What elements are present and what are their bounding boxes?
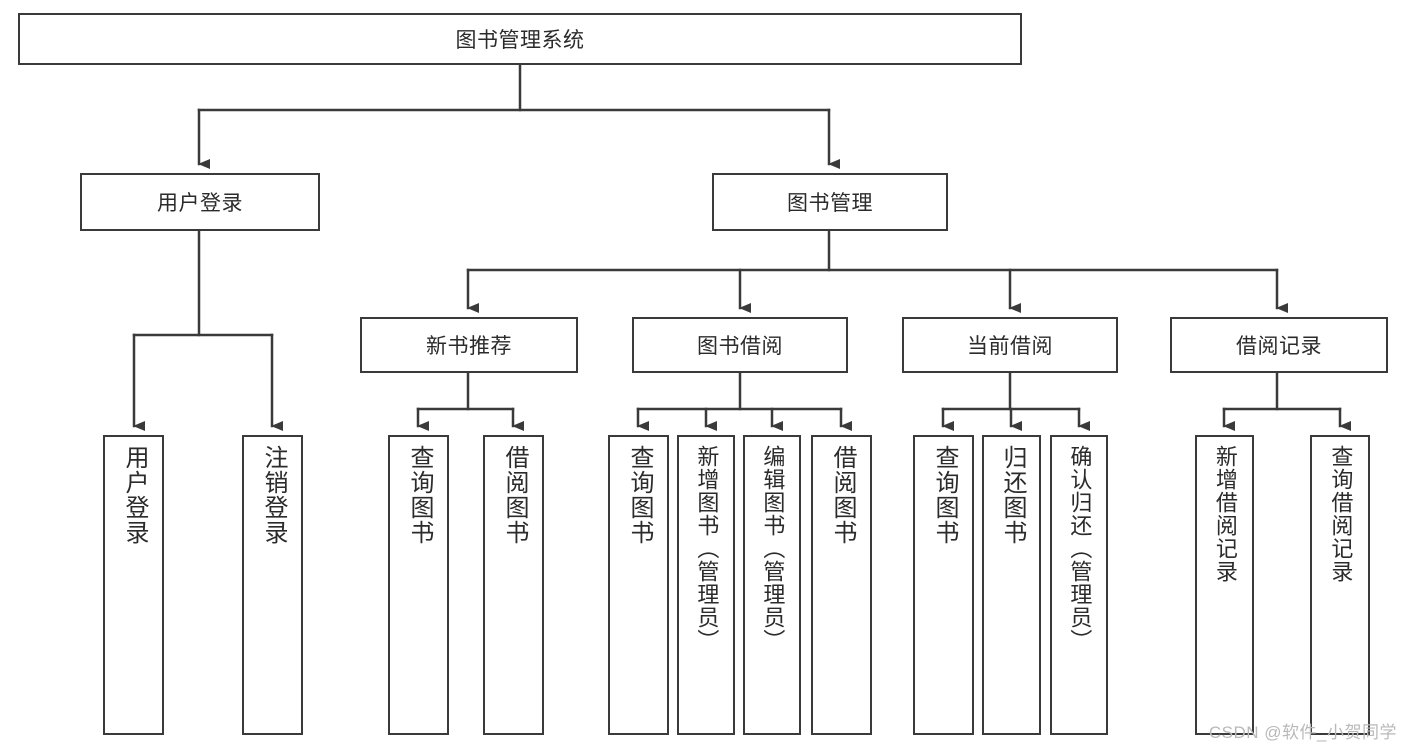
node-leaf-query-book-2[interactable]: 查询图书 [608,435,669,735]
node-label: 用户登录 [157,192,243,215]
node-leaf-logout[interactable]: 注销登录 [242,435,303,735]
node-book-manage[interactable]: 图书管理 [712,173,948,231]
node-label: 确认归还（管理员） [1067,445,1093,652]
node-user-login[interactable]: 用户登录 [80,173,320,231]
node-current-borrow[interactable]: 当前借阅 [902,317,1118,373]
node-label: 查询图书 [930,445,958,545]
node-label: 用户登录 [120,445,148,545]
node-label: 图书管理系统 [455,29,585,52]
node-label: 借阅记录 [1236,335,1322,358]
node-leaf-borrow-book-1[interactable]: 借阅图书 [483,435,544,735]
node-label: 查询借阅记录 [1328,445,1354,583]
node-leaf-query-borrow-record[interactable]: 查询借阅记录 [1310,435,1370,735]
node-leaf-add-book[interactable]: 新增图书（管理员） [677,435,735,735]
node-label: 图书借阅 [697,335,783,358]
node-label: 归还图书 [998,445,1026,545]
node-label: 新增图书（管理员） [694,445,720,652]
node-leaf-edit-book[interactable]: 编辑图书（管理员） [743,435,801,735]
node-label: 借阅图书 [828,445,856,545]
node-book-borrow[interactable]: 图书借阅 [632,317,848,373]
node-label: 新增借阅记录 [1212,445,1238,583]
node-leaf-return-book[interactable]: 归还图书 [982,435,1041,735]
node-new-book-recommend[interactable]: 新书推荐 [360,317,578,373]
node-label: 编辑图书（管理员） [760,445,786,652]
node-label: 注销登录 [259,445,287,545]
node-leaf-query-book-3[interactable]: 查询图书 [913,435,974,735]
node-label: 查询图书 [625,445,653,545]
node-borrow-record[interactable]: 借阅记录 [1170,317,1388,373]
node-leaf-confirm-return[interactable]: 确认归还（管理员） [1050,435,1108,735]
node-leaf-query-book-1[interactable]: 查询图书 [388,435,449,735]
node-leaf-borrow-book-2[interactable]: 借阅图书 [811,435,872,735]
node-label: 新书推荐 [426,335,512,358]
node-root-system[interactable]: 图书管理系统 [18,13,1022,65]
node-leaf-add-borrow-record[interactable]: 新增借阅记录 [1195,435,1254,735]
node-label: 借阅图书 [500,445,528,545]
node-label: 图书管理 [787,192,873,215]
node-leaf-user-login[interactable]: 用户登录 [103,435,164,735]
node-label: 当前借阅 [967,335,1053,358]
node-label: 查询图书 [405,445,433,545]
